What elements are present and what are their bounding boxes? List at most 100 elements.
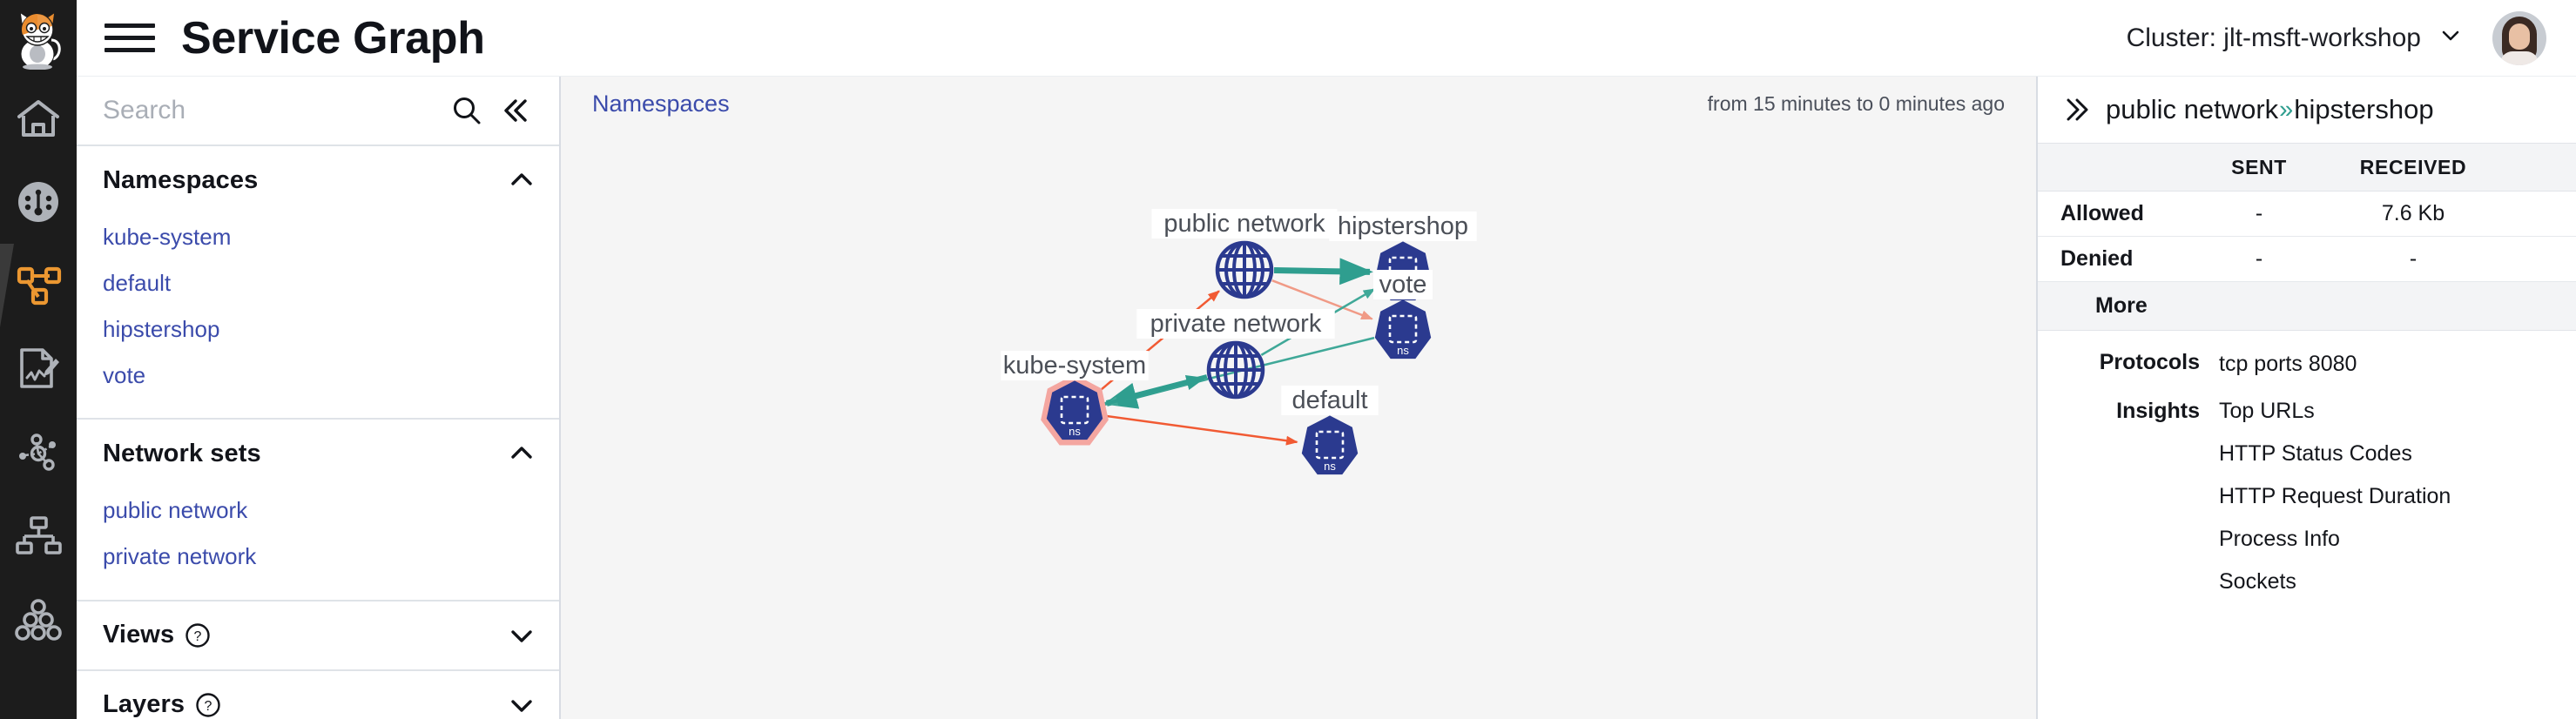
node-label: kube-system [1003, 352, 1146, 380]
more-section-header[interactable]: More [2038, 282, 2576, 331]
sidebar-item-network[interactable] [0, 411, 77, 494]
sidebar-item-default[interactable]: default [103, 270, 172, 297]
sidebar-item-public-network[interactable]: public network [103, 497, 248, 524]
section-header-layers[interactable]: Layers ? [77, 671, 559, 719]
sidebar-item-service-graph[interactable] [0, 244, 77, 327]
node-label-backdrop [1001, 351, 1149, 380]
sidebar-item-topology[interactable] [0, 494, 77, 578]
section-header-namespaces[interactable]: Namespaces [77, 146, 559, 214]
insight-top-urls[interactable]: Top URLs [2219, 398, 2315, 423]
avatar[interactable] [2492, 10, 2546, 65]
svg-text:?: ? [205, 699, 212, 714]
section-network-sets: Network sets public network private netw… [77, 420, 559, 601]
section-title-namespaces: Namespaces [103, 165, 259, 194]
section-header-network-sets[interactable]: Network sets [77, 420, 559, 487]
tigera-cat-logo[interactable] [0, 0, 77, 77]
node-label: default [1291, 386, 1367, 414]
sidebar-item-kube-system[interactable]: kube-system [103, 224, 232, 250]
breadcrumb[interactable]: Namespaces [592, 90, 730, 117]
insights-row: Insights Top URLs HTTP Status Codes HTTP… [2038, 380, 2576, 612]
table-row: Allowed - 7.6 Kb [2038, 192, 2576, 237]
protocols-row: Protocols tcp ports 8080 [2038, 331, 2576, 380]
row-label-allowed: Allowed [2060, 201, 2144, 225]
row-label-denied: Denied [2060, 246, 2134, 271]
node-label-backdrop [1136, 309, 1335, 339]
sidebar-item-vote[interactable]: vote [103, 362, 146, 389]
cluster-circles-icon [15, 599, 62, 641]
node-selection-ring [1041, 374, 1109, 446]
question-circle-icon[interactable]: ? [195, 692, 221, 718]
section-layers: Layers ? [77, 670, 559, 719]
insight-http-status-codes[interactable]: HTTP Status Codes [2219, 440, 2412, 466]
detail-panel: public network » hipstershop SENT RECEIV… [2036, 0, 2576, 719]
section-title-views: Views [103, 621, 175, 649]
network-set-list: public network private network [77, 487, 559, 599]
insights-list: Top URLs HTTP Status Codes HTTP Request … [2219, 399, 2451, 612]
sidebar-item-private-network[interactable]: private network [103, 543, 257, 570]
sidebar-item-home[interactable] [0, 77, 77, 160]
time-range-label: from 15 minutes to 0 minutes ago [1707, 91, 2005, 115]
page-title: Service Graph [181, 12, 485, 64]
detail-breadcrumb: public network » hipstershop [2106, 94, 2434, 125]
graph-edge-kube-system-to-default[interactable] [1103, 414, 1298, 446]
home-icon [16, 97, 61, 139]
graph-node-public-network[interactable]: public network [1151, 209, 1338, 299]
graph-edge-kube-system-to-private-network[interactable] [1103, 374, 1206, 407]
insight-sockets[interactable]: Sockets [2219, 568, 2296, 594]
sidebar-item-policies[interactable] [0, 327, 77, 411]
protocols-label: Protocols [2099, 350, 2200, 374]
cluster-selector[interactable]: Cluster: jlt-msft-workshop [2127, 23, 2463, 54]
cell-denied-sent: - [2255, 246, 2263, 271]
search-input[interactable] [103, 96, 442, 125]
sidebar-item-dashboard[interactable] [0, 160, 77, 244]
graph-node-kube-system[interactable]: ns kube-system [1001, 351, 1149, 446]
graph-header: Namespaces from 15 minutes to 0 minutes … [561, 77, 2036, 131]
traffic-table-header: SENT RECEIVED [2038, 143, 2576, 192]
search-icon[interactable] [442, 86, 491, 135]
dashboard-gauge-icon [17, 180, 60, 224]
service-graph-icon [15, 264, 62, 307]
insights-label: Insights [2116, 398, 2200, 423]
node-label: private network [1150, 310, 1322, 338]
table-row: Denied - - [2038, 237, 2576, 282]
sidebar-item-nodes[interactable] [0, 578, 77, 662]
column-header-sent: SENT [2231, 155, 2287, 178]
left-panel: Namespaces kube-system default hipstersh… [77, 0, 561, 719]
section-views: Views ? [77, 601, 559, 671]
chevrons-left-icon[interactable] [491, 86, 540, 135]
graph-edge-public-network-to-vote[interactable] [1271, 279, 1373, 320]
node-label: hipstershop [1338, 212, 1468, 240]
detail-crumb-source[interactable]: public network [2106, 94, 2279, 124]
node-label-backdrop [1329, 212, 1477, 241]
chevron-down-icon[interactable] [507, 690, 536, 719]
chevron-up-icon[interactable] [507, 165, 536, 195]
hamburger-icon[interactable] [105, 13, 155, 64]
graph-node-private-network[interactable]: private network [1136, 309, 1335, 400]
sidebar-item-hipstershop[interactable]: hipstershop [103, 316, 220, 343]
node-sublabel: ns [1397, 344, 1409, 357]
section-title-network-sets: Network sets [103, 439, 261, 467]
insight-http-request-duration[interactable]: HTTP Request Duration [2219, 483, 2451, 508]
chevron-up-icon[interactable] [507, 439, 536, 468]
chevron-down-icon [2438, 23, 2463, 54]
node-label: public network [1163, 210, 1325, 238]
protocols-value: tcp ports 8080 [2219, 352, 2357, 376]
detail-crumb-target[interactable]: hipstershop [2294, 94, 2434, 124]
graph-edge-public-network-to-hipstershop[interactable] [1273, 258, 1373, 286]
cluster-selector-label: Cluster: jlt-msft-workshop [2126, 23, 2421, 52]
node-sublabel: ns [1069, 425, 1081, 438]
section-header-views[interactable]: Views ? [77, 601, 559, 669]
chevron-down-icon[interactable] [507, 621, 536, 650]
chevrons-right-icon[interactable] [2060, 95, 2090, 124]
insight-process-info[interactable]: Process Info [2219, 526, 2340, 551]
left-nav-rail [0, 0, 77, 719]
cell-allowed-received: 7.6 Kb [2381, 201, 2445, 225]
graph-area: Namespaces from 15 minutes to 0 minutes … [561, 0, 2036, 719]
column-header-received: RECEIVED [2359, 155, 2467, 178]
question-circle-icon[interactable]: ? [185, 622, 211, 648]
